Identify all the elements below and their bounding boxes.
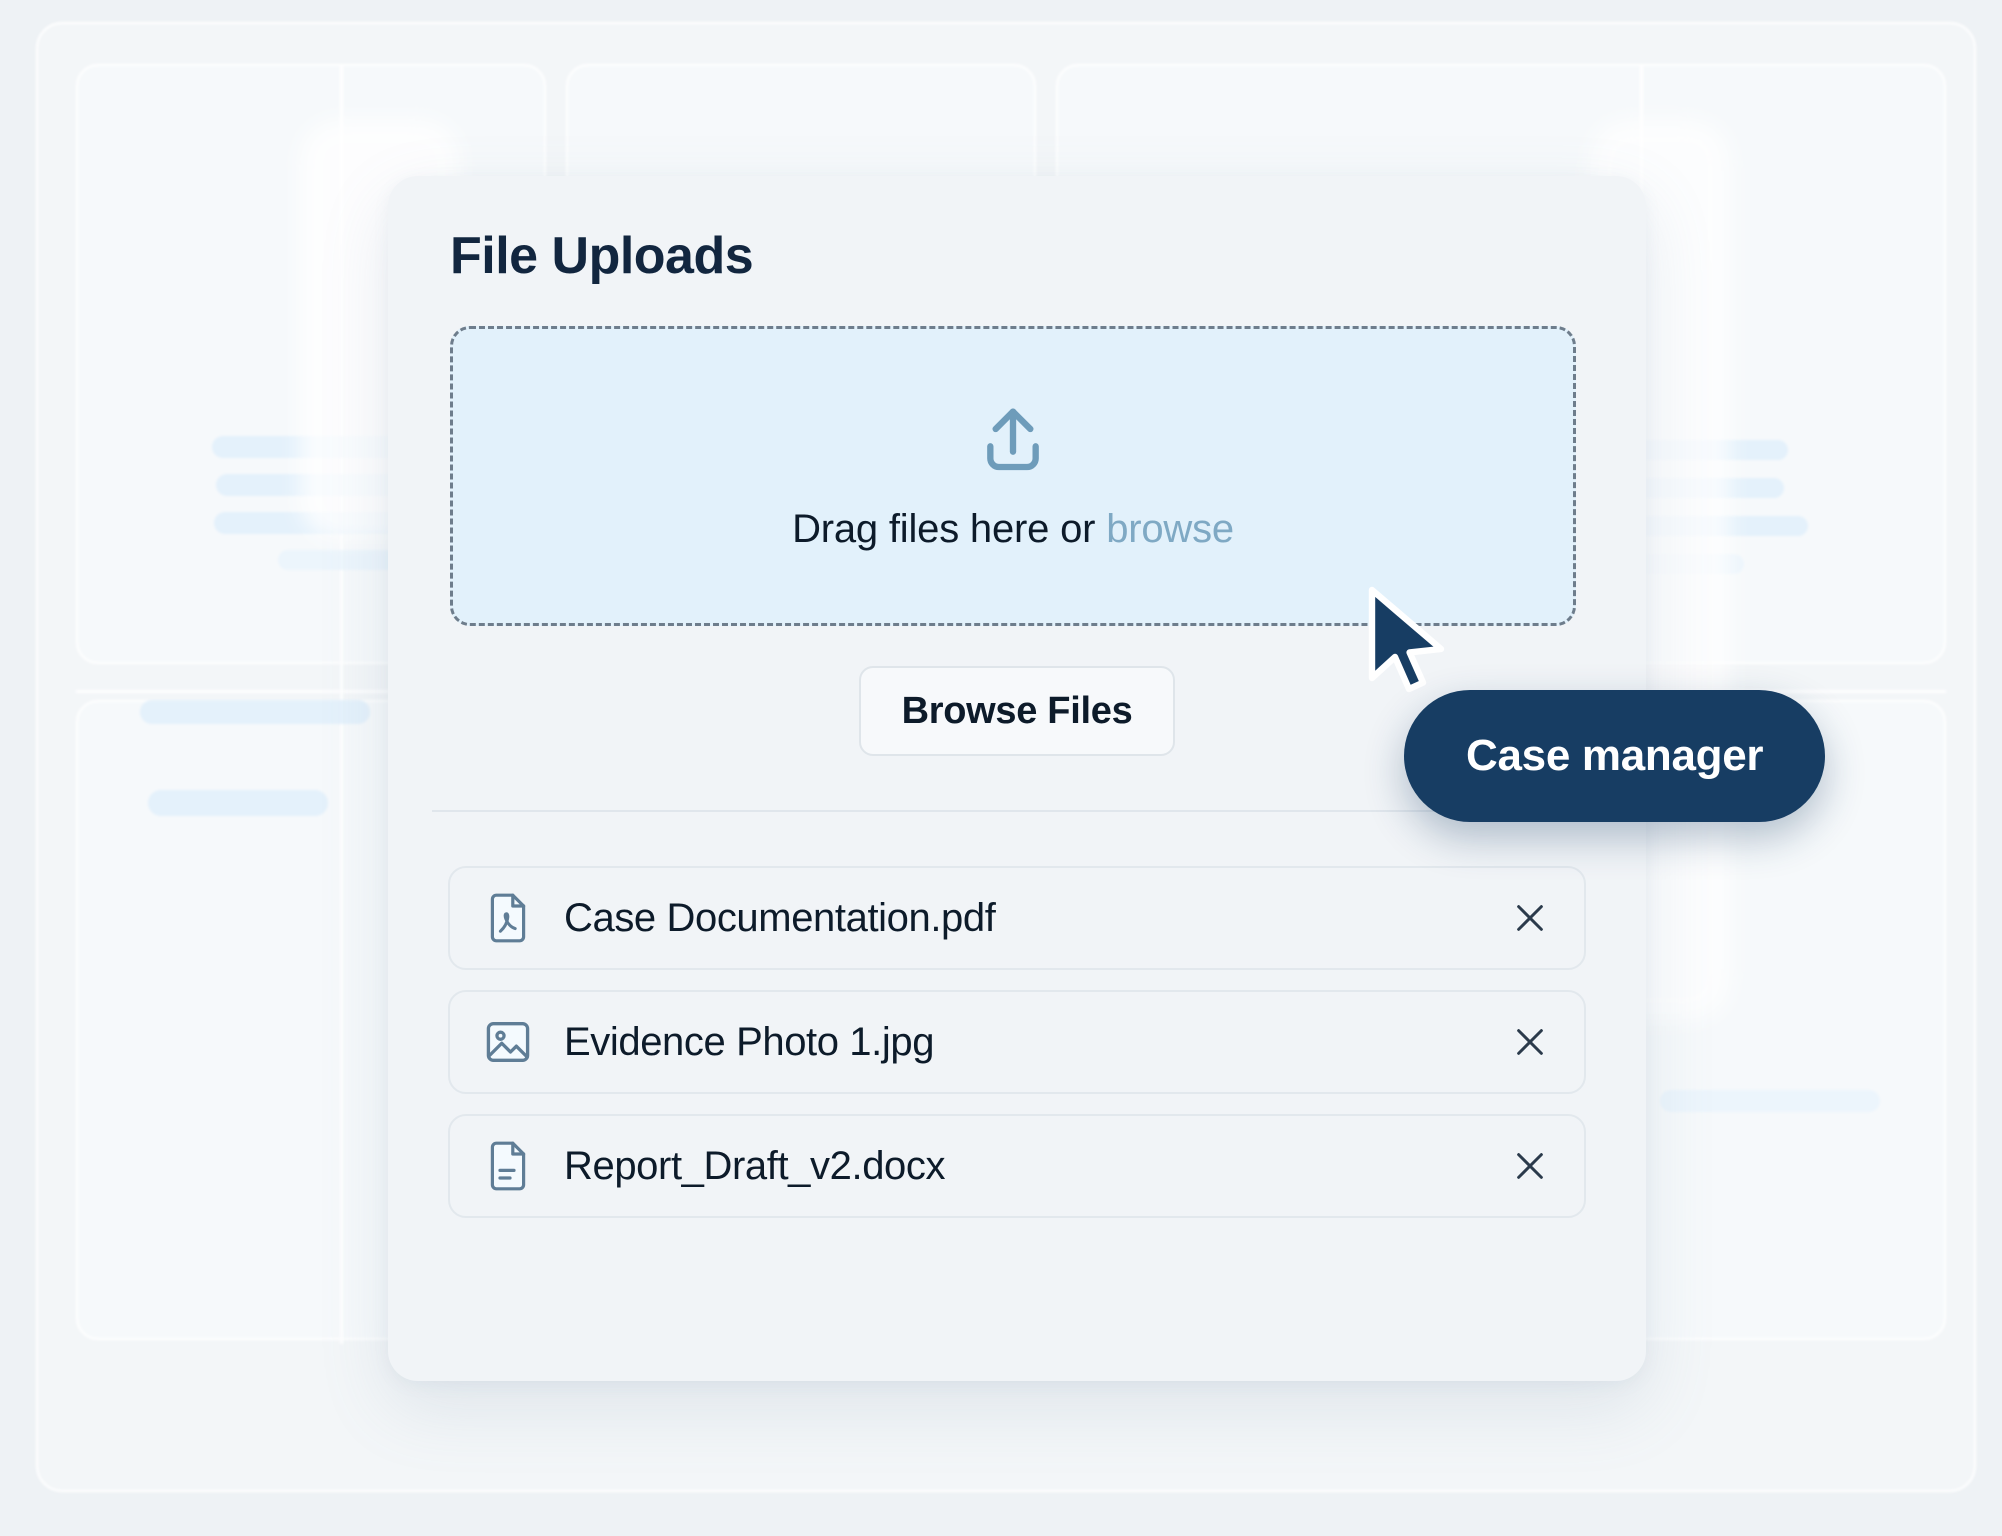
browse-link[interactable]: browse <box>1106 506 1234 551</box>
page-title: File Uploads <box>450 227 754 285</box>
ghost-bar-6 <box>148 790 328 816</box>
table-row[interactable]: Case Documentation.pdf <box>448 866 1586 970</box>
image-file-icon <box>480 1014 536 1070</box>
file-name: Evidence Photo 1.jpg <box>564 1019 935 1064</box>
document-file-icon <box>480 1138 536 1194</box>
close-icon[interactable] <box>1504 1016 1556 1068</box>
dropzone-instruction-text: Drag files here or <box>792 506 1107 551</box>
ghost-bar-11 <box>1660 1090 1880 1112</box>
close-icon[interactable] <box>1504 892 1556 944</box>
cursor-tooltip-label: Case manager <box>1466 731 1764 780</box>
file-name: Report_Draft_v2.docx <box>564 1143 946 1188</box>
uploaded-file-list: Case Documentation.pdf Evidence Photo 1.… <box>448 866 1586 1218</box>
file-name: Case Documentation.pdf <box>564 895 996 940</box>
table-row[interactable]: Evidence Photo 1.jpg <box>448 990 1586 1094</box>
section-divider <box>432 810 1602 812</box>
browse-files-button[interactable]: Browse Files <box>859 666 1175 756</box>
table-row[interactable]: Report_Draft_v2.docx <box>448 1114 1586 1218</box>
cursor-tooltip: Case manager <box>1404 690 1826 822</box>
ghost-bar-5 <box>140 700 370 724</box>
dropzone-instruction: Drag files here or browse <box>792 507 1234 552</box>
pdf-file-icon <box>480 890 536 946</box>
close-icon[interactable] <box>1504 1140 1556 1192</box>
file-dropzone[interactable]: Drag files here or browse <box>450 326 1576 626</box>
upload-arrow-icon <box>973 401 1053 481</box>
